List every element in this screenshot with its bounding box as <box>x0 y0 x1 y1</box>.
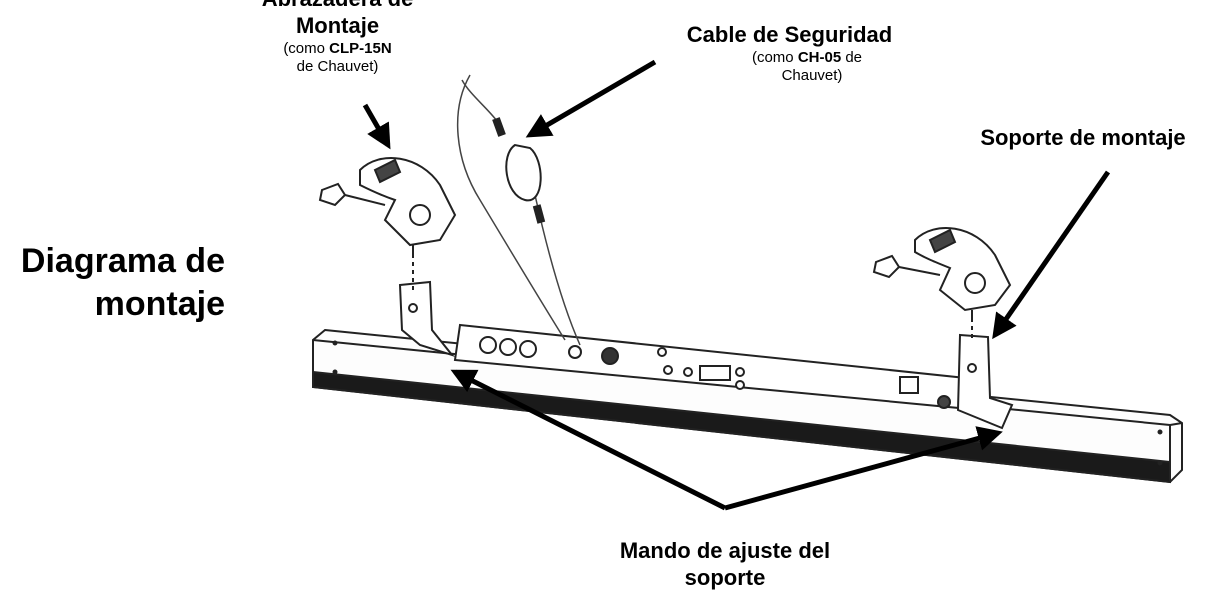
clamp-label-sub-1: (como CLP-15N <box>250 40 425 58</box>
diagram-title: Diagrama de montaje <box>10 240 225 325</box>
safety-cable <box>456 74 581 346</box>
button-5 <box>735 380 745 390</box>
power-connector <box>601 347 619 365</box>
knob-label-line-1: Mando de ajuste del <box>619 538 831 563</box>
connector-3 <box>519 340 537 358</box>
knob-arrow-left <box>450 369 727 511</box>
bracket-arrow <box>992 170 1111 340</box>
button-1 <box>657 347 667 357</box>
clamp-label: Abrazadera de Montaje (como CLP-15N de C… <box>250 0 425 76</box>
right-knob <box>937 395 951 409</box>
control-panel <box>453 323 987 412</box>
button-4 <box>735 367 745 377</box>
knob-label-line-2: soporte <box>684 564 766 590</box>
connector-4 <box>568 345 582 359</box>
button-3 <box>683 367 693 377</box>
button-2 <box>663 365 673 375</box>
clamp-model: CLP-15N <box>329 39 392 57</box>
right-bracket <box>937 310 1014 430</box>
clamp-sub-prefix: (como <box>283 39 330 57</box>
knob-arrow-right <box>724 426 1003 511</box>
safety-cable-label-line-1: Cable de Seguridad <box>686 22 893 47</box>
cable-model: CH-05 <box>797 48 842 66</box>
left-bracket <box>398 262 455 357</box>
cable-sub-suffix: de <box>841 48 863 66</box>
display <box>699 365 731 381</box>
safety-cable-sub-2: Chauvet) <box>781 67 843 85</box>
mounting-bracket-label: Soporte de montaje <box>980 125 1186 150</box>
cable-sub-prefix: (como <box>751 48 798 66</box>
clamp-label-line-2: Montaje <box>295 12 380 38</box>
cable-arrow <box>525 59 657 138</box>
right-clamp <box>872 227 1012 318</box>
safety-cable-sub-1: (como CH-05 de <box>662 49 917 67</box>
clamp-arrow <box>362 103 391 150</box>
clamp-label-line-1: Abrazadera de <box>250 0 425 13</box>
left-clamp <box>318 157 457 258</box>
title-line-1: Diagrama de <box>20 242 225 280</box>
port <box>899 376 919 394</box>
connector-1 <box>479 336 497 354</box>
callout-arrows <box>362 59 1111 511</box>
knob-label: Mando de ajuste del soporte <box>575 538 875 592</box>
title-line-2: montaje <box>94 284 225 323</box>
fixture-lens-strip <box>312 370 1171 484</box>
connector-2 <box>499 338 517 356</box>
safety-cable-label: Cable de Seguridad (como CH-05 de Chauve… <box>662 22 917 85</box>
clamp-label-sub-2: de Chauvet) <box>296 57 379 75</box>
